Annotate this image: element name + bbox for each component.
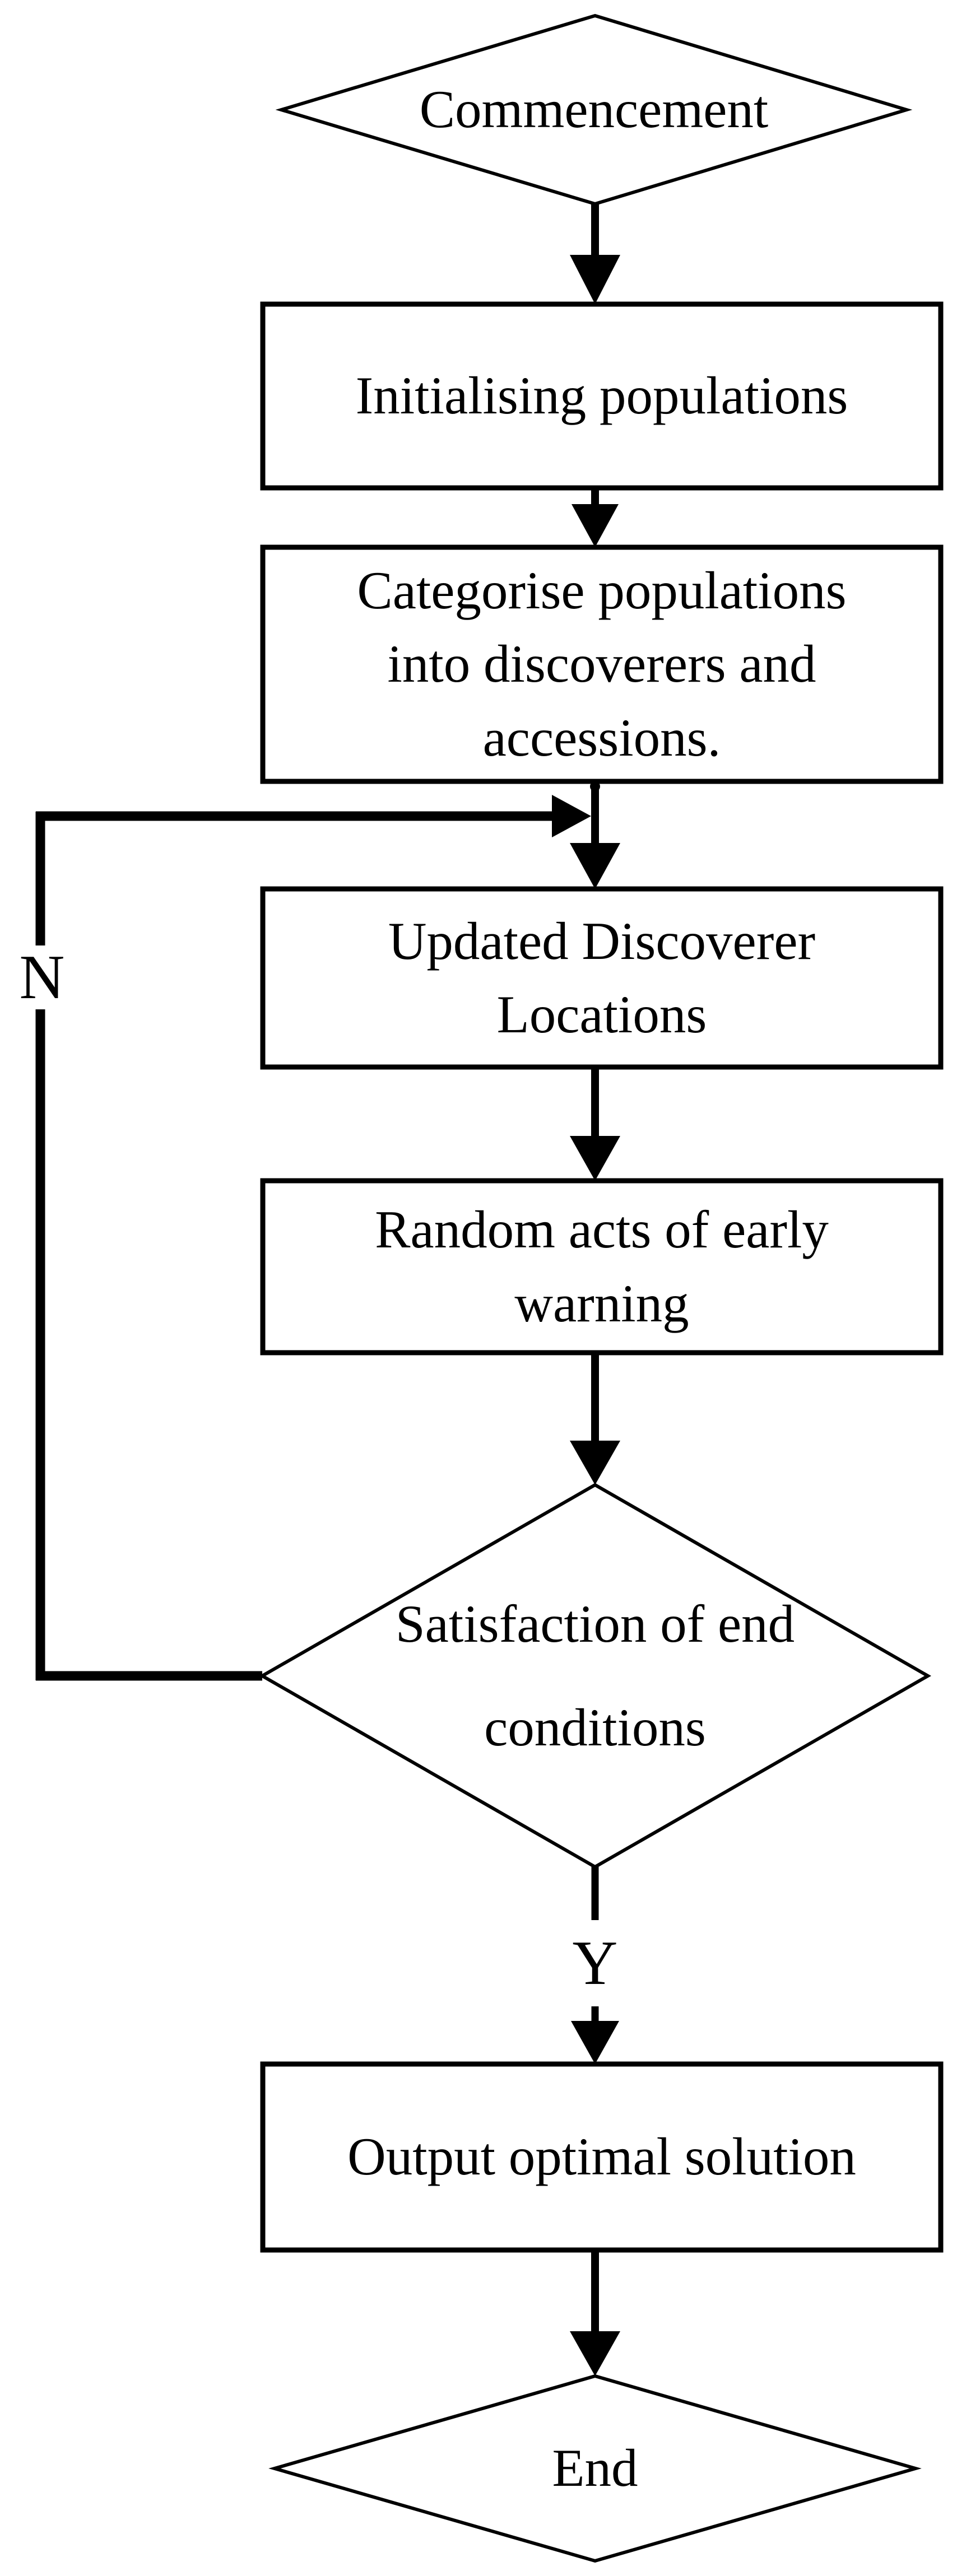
- decision-diamond-shape: [258, 1483, 932, 1869]
- arrowhead-down-icon: [572, 504, 619, 547]
- arrowhead-down-icon: [570, 1136, 620, 1181]
- arrowhead-down-icon: [570, 843, 620, 889]
- categorise-box-shape: [260, 544, 944, 784]
- arrowhead-right-icon: [552, 795, 591, 837]
- end-diamond-shape: [268, 2374, 922, 2563]
- initialise-box-shape: [260, 301, 944, 491]
- arrowhead-down-icon: [571, 2021, 619, 2064]
- output-box-shape: [260, 2061, 944, 2253]
- update-box-shape: [260, 886, 944, 1070]
- arrowhead-down-icon: [570, 255, 620, 304]
- arrowhead-down-icon: [570, 2331, 620, 2376]
- random-box-shape: [260, 1178, 944, 1355]
- start-diamond-shape: [275, 13, 913, 206]
- arrowhead-down-icon: [570, 1441, 620, 1485]
